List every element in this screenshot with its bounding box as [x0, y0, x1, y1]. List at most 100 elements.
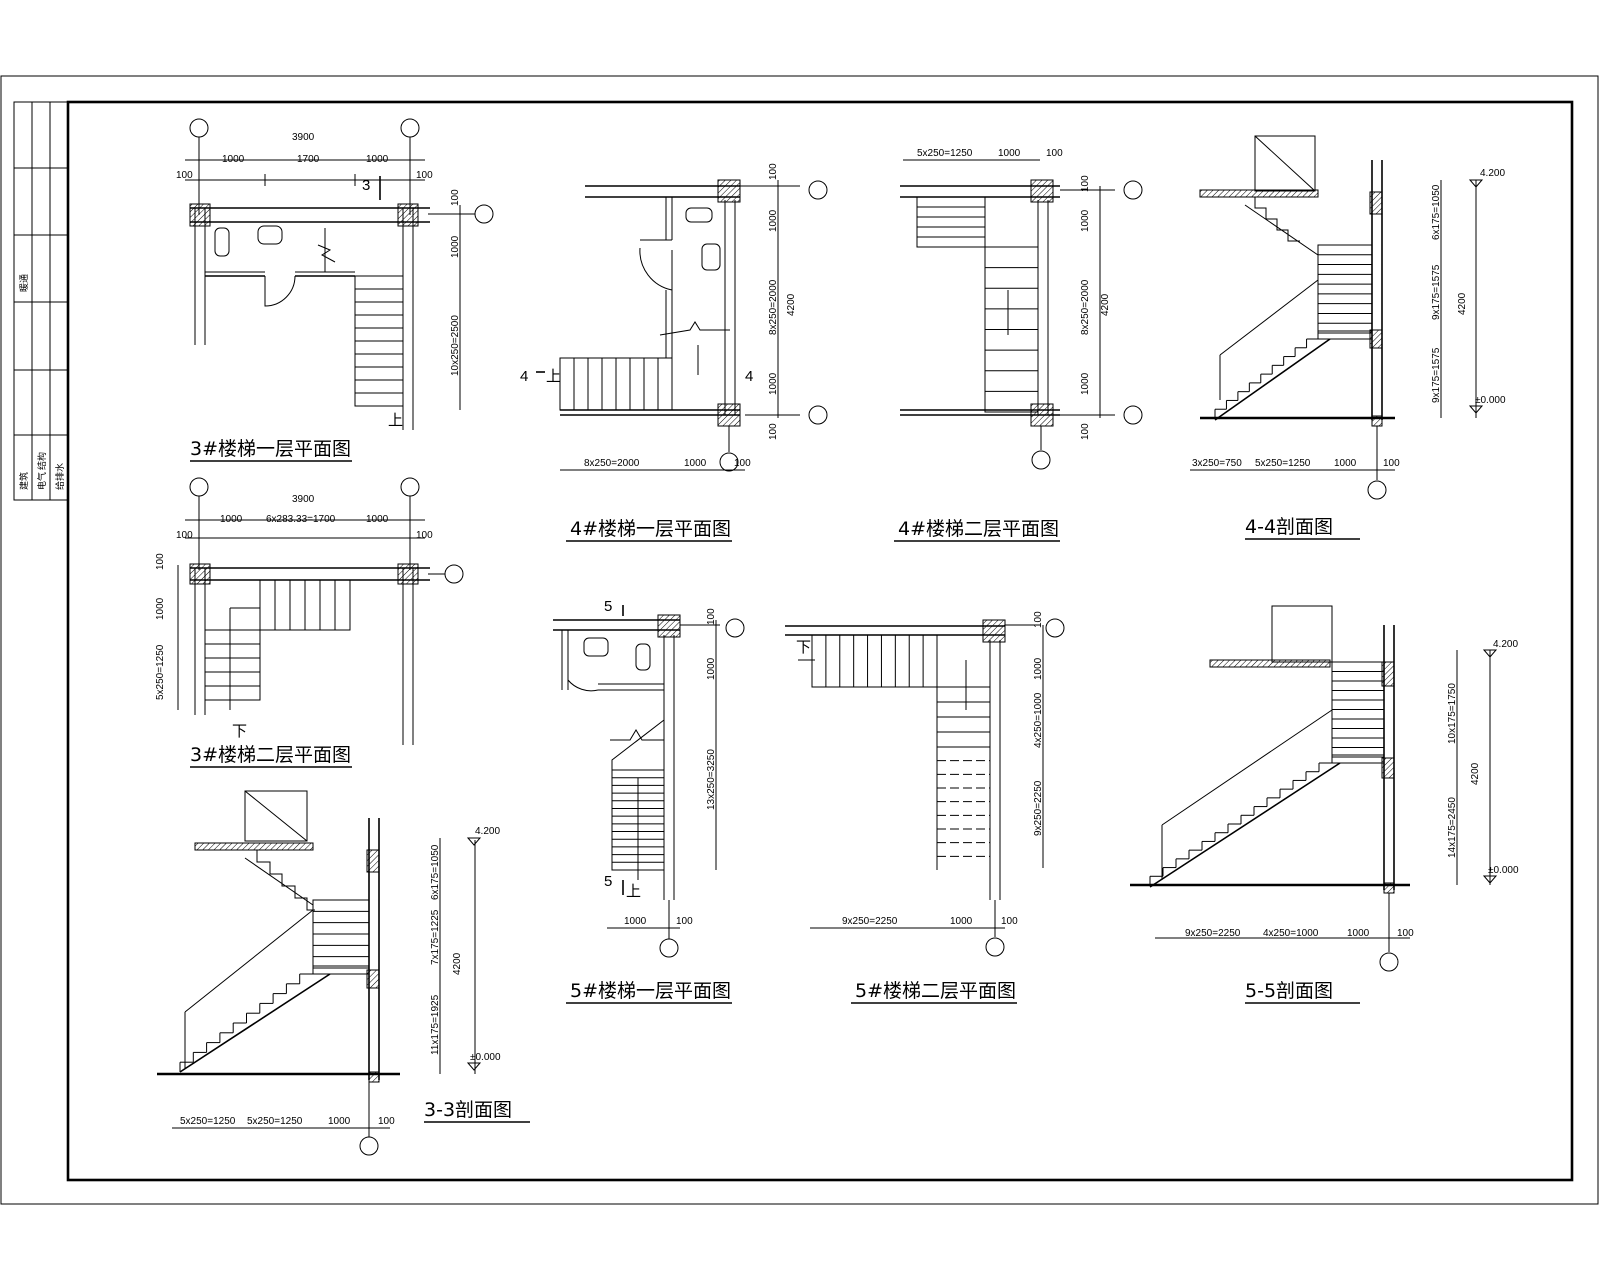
- dim-r: 100: [416, 170, 433, 181]
- up-label: 上: [388, 412, 403, 429]
- dim-h1: 9x250=2250: [1185, 928, 1241, 939]
- stair5-floor1-plan: 5 5 上 100 1000 13x250=3250 1000 100 5#楼梯…: [553, 598, 745, 1004]
- level-top: 4.200: [1493, 639, 1518, 650]
- dim-total: 4200: [1470, 762, 1481, 785]
- dim-h2: 1000: [684, 458, 707, 469]
- section-3-3: 4.200 ±0.000 6x175=1050 7x175=1225 11x17…: [157, 790, 530, 1156]
- section4-title: 4-4剖面图: [1245, 516, 1333, 538]
- stair4-floor1-plan: 4 上 4 100 1000 8x250=2000 1000 100 4200 …: [520, 163, 828, 542]
- stair4-floor2-title: 4#楼梯二层平面图: [898, 518, 1059, 540]
- section-mark-right: 4: [745, 368, 753, 385]
- stair4-floor1-title: 4#楼梯一层平面图: [570, 518, 731, 540]
- stair3-floor2-plan: 3900 1000 6x283.33=1700 1000 100 100 下 1…: [155, 477, 464, 768]
- dim-h1: 3x250=750: [1192, 458, 1242, 469]
- dim-total: 3900: [292, 132, 315, 143]
- level-bottom: ±0.000: [1488, 865, 1519, 876]
- dim-l: 100: [176, 530, 193, 541]
- title-block-text: 暖通: [18, 274, 29, 292]
- dim-c: 1000: [366, 154, 389, 165]
- dim-v5: 100: [1080, 423, 1091, 440]
- dim-h1: 5x250=1250: [180, 1116, 236, 1127]
- section-mark: 3: [362, 177, 370, 194]
- dim-v4: 9x250=2250: [1033, 780, 1044, 836]
- dim-h4: 100: [378, 1116, 395, 1127]
- stair4-floor2-plan: 5x250=1250 1000 100 100 1000 8x250=2000 …: [894, 148, 1143, 542]
- dim-v3: 8x250=2000: [1080, 279, 1091, 335]
- dim-h1: 9x250=2250: [842, 916, 898, 927]
- dim-v2: 1000: [1033, 657, 1044, 680]
- dim-v3: 4x250=1000: [1033, 692, 1044, 748]
- dim-v4: 100: [768, 423, 779, 440]
- dim-v1: 100: [155, 553, 166, 570]
- dim-h4: 100: [1383, 458, 1400, 469]
- dim-v3: 9x175=1575: [1431, 347, 1442, 403]
- section-mark-bottom: 5: [604, 873, 612, 890]
- dim-total: 3900: [292, 494, 315, 505]
- dim-t2: 1000: [998, 148, 1021, 159]
- dim-v3: 10x250=2500: [450, 315, 461, 376]
- dim-v1: 6x175=1050: [1431, 184, 1442, 240]
- dim-b: 6x283.33=1700: [266, 514, 336, 525]
- dim-h2: 1000: [950, 916, 973, 927]
- title-block-text: 结构: [36, 452, 47, 470]
- title-block: 暖通 建筑 结构 电气 给排水: [13, 101, 69, 501]
- dim-v1: 100: [1080, 175, 1091, 192]
- section-4-4: 4.200 ±0.000 6x175=1050 9x175=1575 9x175…: [1190, 135, 1506, 540]
- dim-h4: 100: [1397, 928, 1414, 939]
- dim-h2: 4x250=1000: [1263, 928, 1319, 939]
- stair3-floor1-title: 3#楼梯一层平面图: [190, 438, 351, 460]
- dim-v2: 9x175=1575: [1431, 264, 1442, 320]
- dim-v1: 10x175=1750: [1447, 683, 1458, 744]
- dim-c: 1000: [366, 514, 389, 525]
- dim-h2: 5x250=1250: [1255, 458, 1311, 469]
- dim-v3: 1000: [768, 372, 779, 395]
- dim-t3: 100: [1046, 148, 1063, 159]
- dim-v2: 1000: [706, 657, 717, 680]
- dim-v1: 6x175=1050: [430, 844, 441, 900]
- dim-h3: 100: [1001, 916, 1018, 927]
- level-top: 4.200: [475, 826, 500, 837]
- dim-v3: 11x175=1925: [430, 994, 441, 1055]
- dim-v1: 100: [1033, 611, 1044, 628]
- dim-v2: 8x250=2000: [768, 279, 779, 335]
- dim-h3: 1000: [1334, 458, 1357, 469]
- stair5-floor2-plan: 下 100 1000 4x250=1000 9x250=2250 9x250=2…: [785, 611, 1065, 1004]
- dim-l: 100: [176, 170, 193, 181]
- section3-title: 3-3剖面图: [424, 1099, 512, 1121]
- dim-h2: 5x250=1250: [247, 1116, 303, 1127]
- dim-b: 1700: [297, 154, 320, 165]
- dim-h3: 100: [734, 458, 751, 469]
- section-mark: 5: [604, 598, 612, 615]
- dim-total: 4200: [786, 293, 797, 316]
- dim-h2: 100: [676, 916, 693, 927]
- down-label: 下: [232, 723, 247, 740]
- dim-v2: 14x175=2450: [1447, 797, 1458, 858]
- dim-v1: 100: [450, 189, 461, 206]
- section-mark: 4: [520, 368, 528, 385]
- title-block-text: 给排水: [54, 463, 65, 490]
- up-label: 上: [546, 368, 561, 385]
- level-top: 4.200: [1480, 168, 1505, 179]
- dim-v2: 7x175=1225: [430, 909, 441, 965]
- down-label: 下: [796, 639, 811, 656]
- dim-v3: 13x250=3250: [706, 749, 717, 810]
- section5-title: 5-5剖面图: [1245, 980, 1333, 1002]
- dim-v3: 5x250=1250: [155, 644, 166, 700]
- stair5-floor1-title: 5#楼梯一层平面图: [570, 980, 731, 1002]
- dim-r: 100: [416, 530, 433, 541]
- dim-v2: 1000: [1080, 209, 1091, 232]
- sheet-outer-border: [0, 75, 1599, 1205]
- dim-total: 4200: [452, 952, 463, 975]
- dim-v4: 1000: [1080, 372, 1091, 395]
- stair3-floor2-title: 3#楼梯二层平面图: [190, 744, 351, 766]
- dim-v2: 1000: [155, 597, 166, 620]
- dim-total: 4200: [1457, 292, 1468, 315]
- level-bottom: ±0.000: [1475, 395, 1506, 406]
- dim-a: 1000: [220, 514, 243, 525]
- section-5-5: 4.200 ±0.000 10x175=1750 14x175=2450 420…: [1130, 605, 1519, 1004]
- level-bottom: ±0.000: [470, 1052, 501, 1063]
- dim-t1: 5x250=1250: [917, 148, 973, 159]
- dim-a: 1000: [222, 154, 245, 165]
- title-block-text: 建筑: [18, 472, 29, 490]
